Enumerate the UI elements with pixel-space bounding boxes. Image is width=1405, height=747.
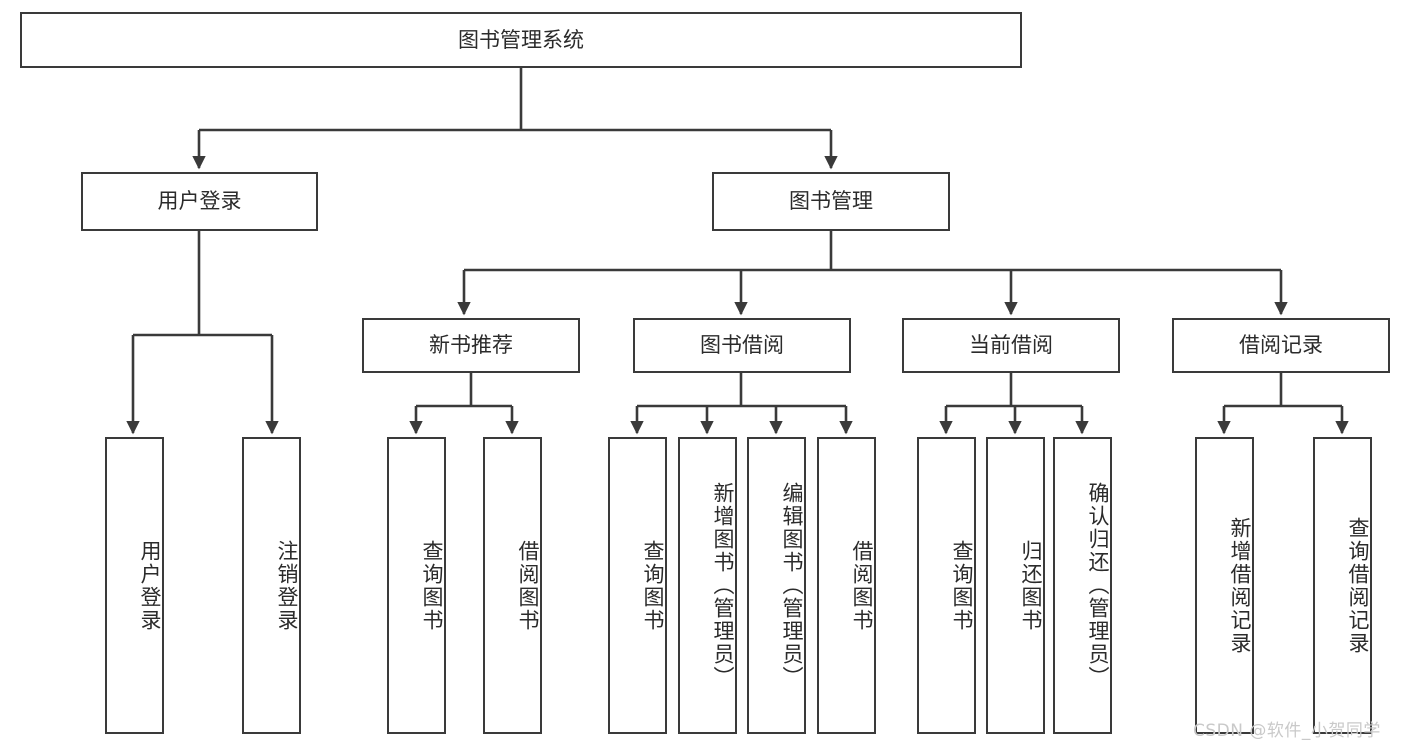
leaf-return-book-label: 归还图书 [1019, 539, 1043, 632]
leaf-query-borrow-record-label: 查询借阅记录 [1346, 516, 1370, 655]
leaf-query-book-current[interactable]: 查询图书 [917, 437, 976, 734]
leaf-return-book[interactable]: 归还图书 [986, 437, 1045, 734]
node-root[interactable]: 图书管理系统 [20, 12, 1022, 68]
leaf-add-borrow-record-label: 新增借阅记录 [1228, 516, 1252, 655]
leaf-logout-label: 注销登录 [275, 539, 299, 632]
node-book-borrow[interactable]: 图书借阅 [633, 318, 851, 373]
leaf-add-book-admin[interactable]: 新增图书（管理员） [678, 437, 737, 734]
node-current-borrow-label: 当前借阅 [969, 333, 1053, 358]
node-current-borrow[interactable]: 当前借阅 [902, 318, 1120, 373]
leaf-query-book-borrow[interactable]: 查询图书 [608, 437, 667, 734]
leaf-logout[interactable]: 注销登录 [242, 437, 301, 734]
leaf-user-login[interactable]: 用户登录 [105, 437, 164, 734]
node-user-login[interactable]: 用户登录 [81, 172, 318, 231]
leaf-borrow-book-rec-label: 借阅图书 [516, 539, 540, 632]
leaf-confirm-return-admin-label: 确认归还（管理员） [1086, 482, 1110, 689]
node-book-management-label: 图书管理 [789, 189, 873, 214]
node-new-book-recommend[interactable]: 新书推荐 [362, 318, 580, 373]
leaf-borrow-book[interactable]: 借阅图书 [817, 437, 876, 734]
leaf-add-book-admin-label: 新增图书（管理员） [711, 482, 735, 689]
node-borrow-record[interactable]: 借阅记录 [1172, 318, 1390, 373]
leaf-confirm-return-admin[interactable]: 确认归还（管理员） [1053, 437, 1112, 734]
node-book-borrow-label: 图书借阅 [700, 333, 784, 358]
leaf-query-book-rec[interactable]: 查询图书 [387, 437, 446, 734]
leaf-borrow-book-rec[interactable]: 借阅图书 [483, 437, 542, 734]
leaf-query-book-current-label: 查询图书 [950, 539, 974, 632]
node-user-login-label: 用户登录 [157, 189, 242, 214]
leaf-query-book-borrow-label: 查询图书 [641, 539, 665, 632]
leaf-user-login-label: 用户登录 [138, 539, 162, 632]
leaf-add-borrow-record[interactable]: 新增借阅记录 [1195, 437, 1254, 734]
leaf-borrow-book-label: 借阅图书 [850, 539, 874, 632]
leaf-edit-book-admin-label: 编辑图书（管理员） [780, 482, 804, 689]
node-borrow-record-label: 借阅记录 [1239, 333, 1323, 358]
csdn-watermark: CSDN @软件_小贺同学 [1193, 721, 1381, 741]
node-new-book-recommend-label: 新书推荐 [429, 333, 513, 358]
leaf-edit-book-admin[interactable]: 编辑图书（管理员） [747, 437, 806, 734]
leaf-query-book-rec-label: 查询图书 [420, 539, 444, 632]
leaf-query-borrow-record[interactable]: 查询借阅记录 [1313, 437, 1372, 734]
node-root-label: 图书管理系统 [458, 27, 584, 52]
node-book-management[interactable]: 图书管理 [712, 172, 950, 231]
